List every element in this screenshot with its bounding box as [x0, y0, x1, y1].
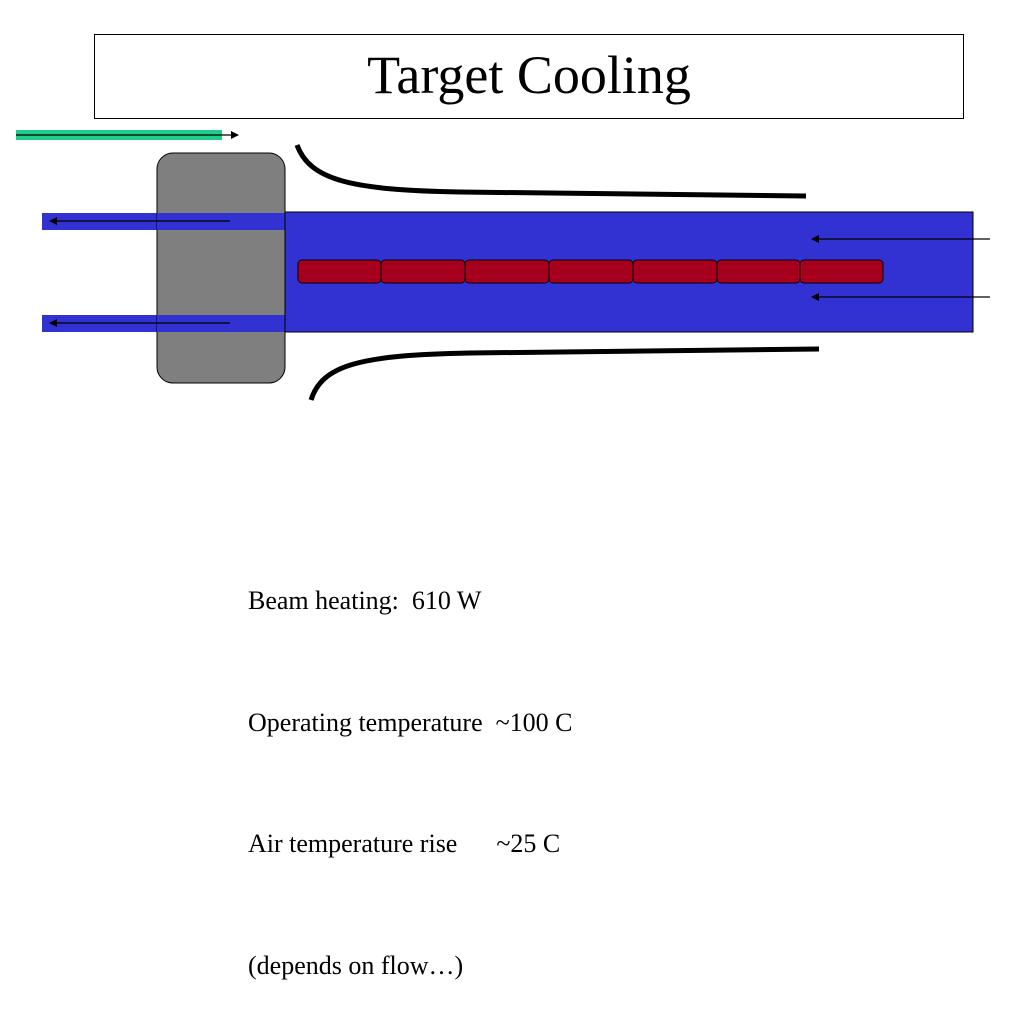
title-box: Target Cooling: [94, 34, 964, 119]
target-segments: [297, 259, 884, 284]
target-segment: [716, 259, 801, 284]
slide-title: Target Cooling: [367, 44, 691, 105]
air-temperature-rise-text: Air temperature rise ~25 C: [248, 829, 561, 858]
cooling-diagram: [16, 130, 990, 401]
operating-temperature-text: Operating temperature ~100 C: [248, 707, 573, 737]
flow-note-text: (depends on flow…): [248, 950, 464, 980]
target-segment: [632, 259, 718, 284]
beam-heating-text: Beam heating: 610 W: [248, 586, 482, 615]
target-segment: [799, 259, 884, 284]
target-segment: [464, 259, 550, 284]
nozzle-lower-wall: [308, 346, 820, 401]
target-segment: [297, 259, 382, 284]
holder-block: [156, 152, 286, 384]
notes-block: Beam heating: 610 W Operating temperatur…: [248, 500, 573, 1027]
target-segment: [380, 259, 466, 284]
nozzle-upper-wall: [294, 144, 807, 199]
target-segment: [548, 259, 634, 284]
